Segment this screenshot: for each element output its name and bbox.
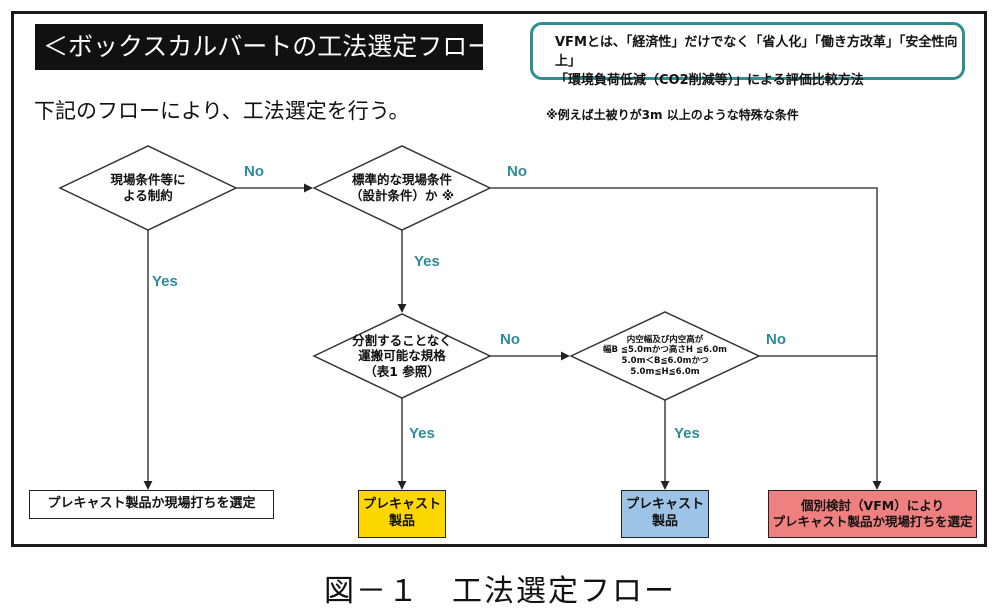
result-text-line: 製品 xyxy=(388,514,415,529)
decision-text-line: 現場条件等に xyxy=(110,172,186,188)
decision-text-line: （設計条件）か ※ xyxy=(349,188,454,203)
figure-caption: 図－１ 工法選定フロー xyxy=(324,574,676,609)
decision-text-line: 幅B ≦5.0mかつ高さH ≦6.0m xyxy=(602,345,728,356)
label-no-2: No xyxy=(507,163,527,180)
decision-site-constraint-text: 現場条件等に よる制約 xyxy=(90,168,206,208)
label-yes-1: Yes xyxy=(152,273,178,290)
decision-transportable-text: 分割することなく 運搬可能な規格 （表1 参照） xyxy=(330,328,474,384)
decision-text-line: 5.0m＜B≦6.0mかつ xyxy=(621,356,709,366)
decision-inner-size-text: 内空幅及び内空高が 幅B ≦5.0mかつ高さH ≦6.0m 5.0m＜B≦6.0… xyxy=(597,330,733,382)
result-text-line: プレキャスト xyxy=(625,497,704,513)
decision-text-line: 標準的な現場条件 xyxy=(351,172,452,188)
label-no-1: No xyxy=(244,163,264,180)
result-text-line: プレキャスト製品か現場打ちを選定 xyxy=(47,496,256,512)
decision-text-line: 運搬可能な規格 xyxy=(358,348,446,364)
label-no-3: No xyxy=(500,331,520,348)
decision-standard-condition-text: 標準的な現場条件 （設計条件）か ※ xyxy=(330,168,474,208)
decision-text-line: 5.0m≦H≦6.0m xyxy=(630,366,700,377)
result-text-line: プレキャスト xyxy=(362,497,441,513)
label-yes-2: Yes xyxy=(414,253,440,270)
result-vfm-individual-review: 個別検討（VFM）により プレキャスト製品か現場打ちを選定 xyxy=(768,490,977,538)
lead-text: 下記のフローにより、工法選定を行う。 xyxy=(34,99,410,123)
decision-text-line: （表1 参照） xyxy=(364,363,440,379)
vfm-definition-line-2: 「環境負荷低減（CO2削減等）」による評価比較方法 xyxy=(555,73,864,88)
result-text-line: 個別検討（VFM）により xyxy=(801,497,944,513)
vfm-definition-box: VFMとは、「経済性」だけでなく「省人化」「働き方改革」「安全性向上」 「環境負… xyxy=(530,22,965,88)
decision-text-line: 内空幅及び内空高が xyxy=(626,334,704,345)
page-title: ＜ボックスカルバートの工法選定フロー＞ xyxy=(35,24,517,70)
result-precast-yellow: プレキャスト 製品 xyxy=(358,490,446,538)
result-precast-blue: プレキャスト 製品 xyxy=(621,490,709,538)
result-precast-or-cast-in-place: プレキャスト製品か現場打ちを選定 xyxy=(29,490,274,519)
result-text-line: 製品 xyxy=(651,514,678,529)
label-yes-4: Yes xyxy=(674,425,700,442)
diagram-frame xyxy=(11,11,987,547)
result-text-line: プレキャスト製品か現場打ちを選定 xyxy=(772,514,973,529)
decision-text-line: 分割することなく xyxy=(352,332,452,348)
decision-text-line: よる制約 xyxy=(123,188,173,203)
vfm-definition-line-1: VFMとは、「経済性」だけでなく「省人化」「働き方改革」「安全性向上」 xyxy=(555,35,958,69)
label-yes-3: Yes xyxy=(409,425,435,442)
label-no-4: No xyxy=(766,331,786,348)
special-condition-note: ※例えば土被りが3m 以上のような特殊な条件 xyxy=(546,108,799,122)
